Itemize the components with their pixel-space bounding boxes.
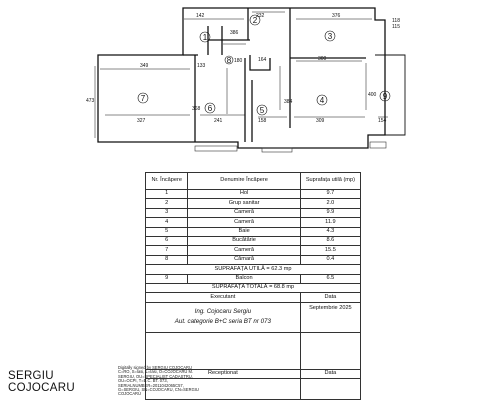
room-number: 9 <box>383 92 388 101</box>
dim-label: 400 <box>368 92 377 98</box>
dim-label: 384 <box>284 99 293 105</box>
room-number: 4 <box>320 96 325 105</box>
balcony-wall <box>375 54 406 136</box>
date-label-2: Data <box>299 368 362 380</box>
room-number: 5 <box>260 106 265 115</box>
room-number: 8 <box>227 56 232 65</box>
room-number: 3 <box>328 32 333 41</box>
col-area: Suprafața utilă (mp) <box>299 172 362 190</box>
recept-row <box>145 378 362 400</box>
room-number: 7 <box>141 94 146 103</box>
dim-label: 115 <box>392 24 400 30</box>
dim-label: 133 <box>197 63 206 69</box>
room-markers <box>137 14 391 116</box>
room-number: 6 <box>208 104 213 113</box>
dim-label: 327 <box>137 118 146 124</box>
dim-label: 386 <box>230 30 239 36</box>
exec-label: Executant <box>145 292 301 303</box>
date-value: Septembrie 2025 <box>299 301 362 333</box>
exec-row: Ing. Cojocaru Sergiu Aut. categorie B+C … <box>145 301 362 333</box>
authorization: Aut. categorie B+C seria BT nr 073 <box>174 317 271 325</box>
col-nr: Nr. Încăpere <box>144 172 189 190</box>
room-number: 1 <box>203 33 208 42</box>
floor-plan: 142 232 376 118 115 386 300 164 180 133 … <box>86 7 406 153</box>
total-row: SUPRAFAȚA TOTALĂ = 68.8 mp <box>145 282 361 294</box>
dim-label: 349 <box>140 63 149 69</box>
dim-label: 118 <box>392 18 400 24</box>
dim-label: 368 <box>192 106 201 112</box>
dim-label: 142 <box>196 13 205 19</box>
dimension-labels: 142 232 376 118 115 386 300 164 180 133 … <box>86 13 400 124</box>
table-header: Nr. Încăpere Denumire Încăpere Suprafața… <box>144 172 362 190</box>
date-label: Data <box>299 292 362 303</box>
digital-signature-text: Digitally signed by SERGIU COJOCARU C=RO… <box>118 365 199 397</box>
dim-label: 154 <box>378 118 387 124</box>
dim-label: 309 <box>316 118 325 124</box>
dim-label: 164 <box>258 57 267 63</box>
dim-label: 180 <box>234 58 243 64</box>
dim-label: 376 <box>332 13 341 19</box>
signer-name: SERGIU COJOCARU <box>8 370 75 394</box>
dim-label: 473 <box>86 98 95 104</box>
outer-wall <box>97 7 386 149</box>
total-area: SUPRAFAȚA TOTALĂ = 68.8 mp <box>145 282 361 294</box>
signature-row <box>145 331 362 370</box>
util-total: SUPRAFAȚA UTILĂ = 62.3 mp <box>145 264 361 275</box>
dim-label: 241 <box>214 118 223 124</box>
util-total-row: SUPRAFAȚA UTILĂ = 62.3 mp <box>145 264 361 275</box>
dim-label: 300 <box>318 56 327 62</box>
area-table: Nr. Încăpere Denumire Încăpere Suprafața… <box>144 172 362 400</box>
room-numbers: 1 2 3 4 5 6 7 8 9 <box>141 16 388 115</box>
room-number: 2 <box>253 16 258 25</box>
col-name: Denumire Încăpere <box>187 172 301 190</box>
engineer-name: Ing. Cojocaru Sergiu <box>194 308 252 316</box>
dim-label: 158 <box>258 118 267 124</box>
dim-label: 232 <box>256 13 265 19</box>
